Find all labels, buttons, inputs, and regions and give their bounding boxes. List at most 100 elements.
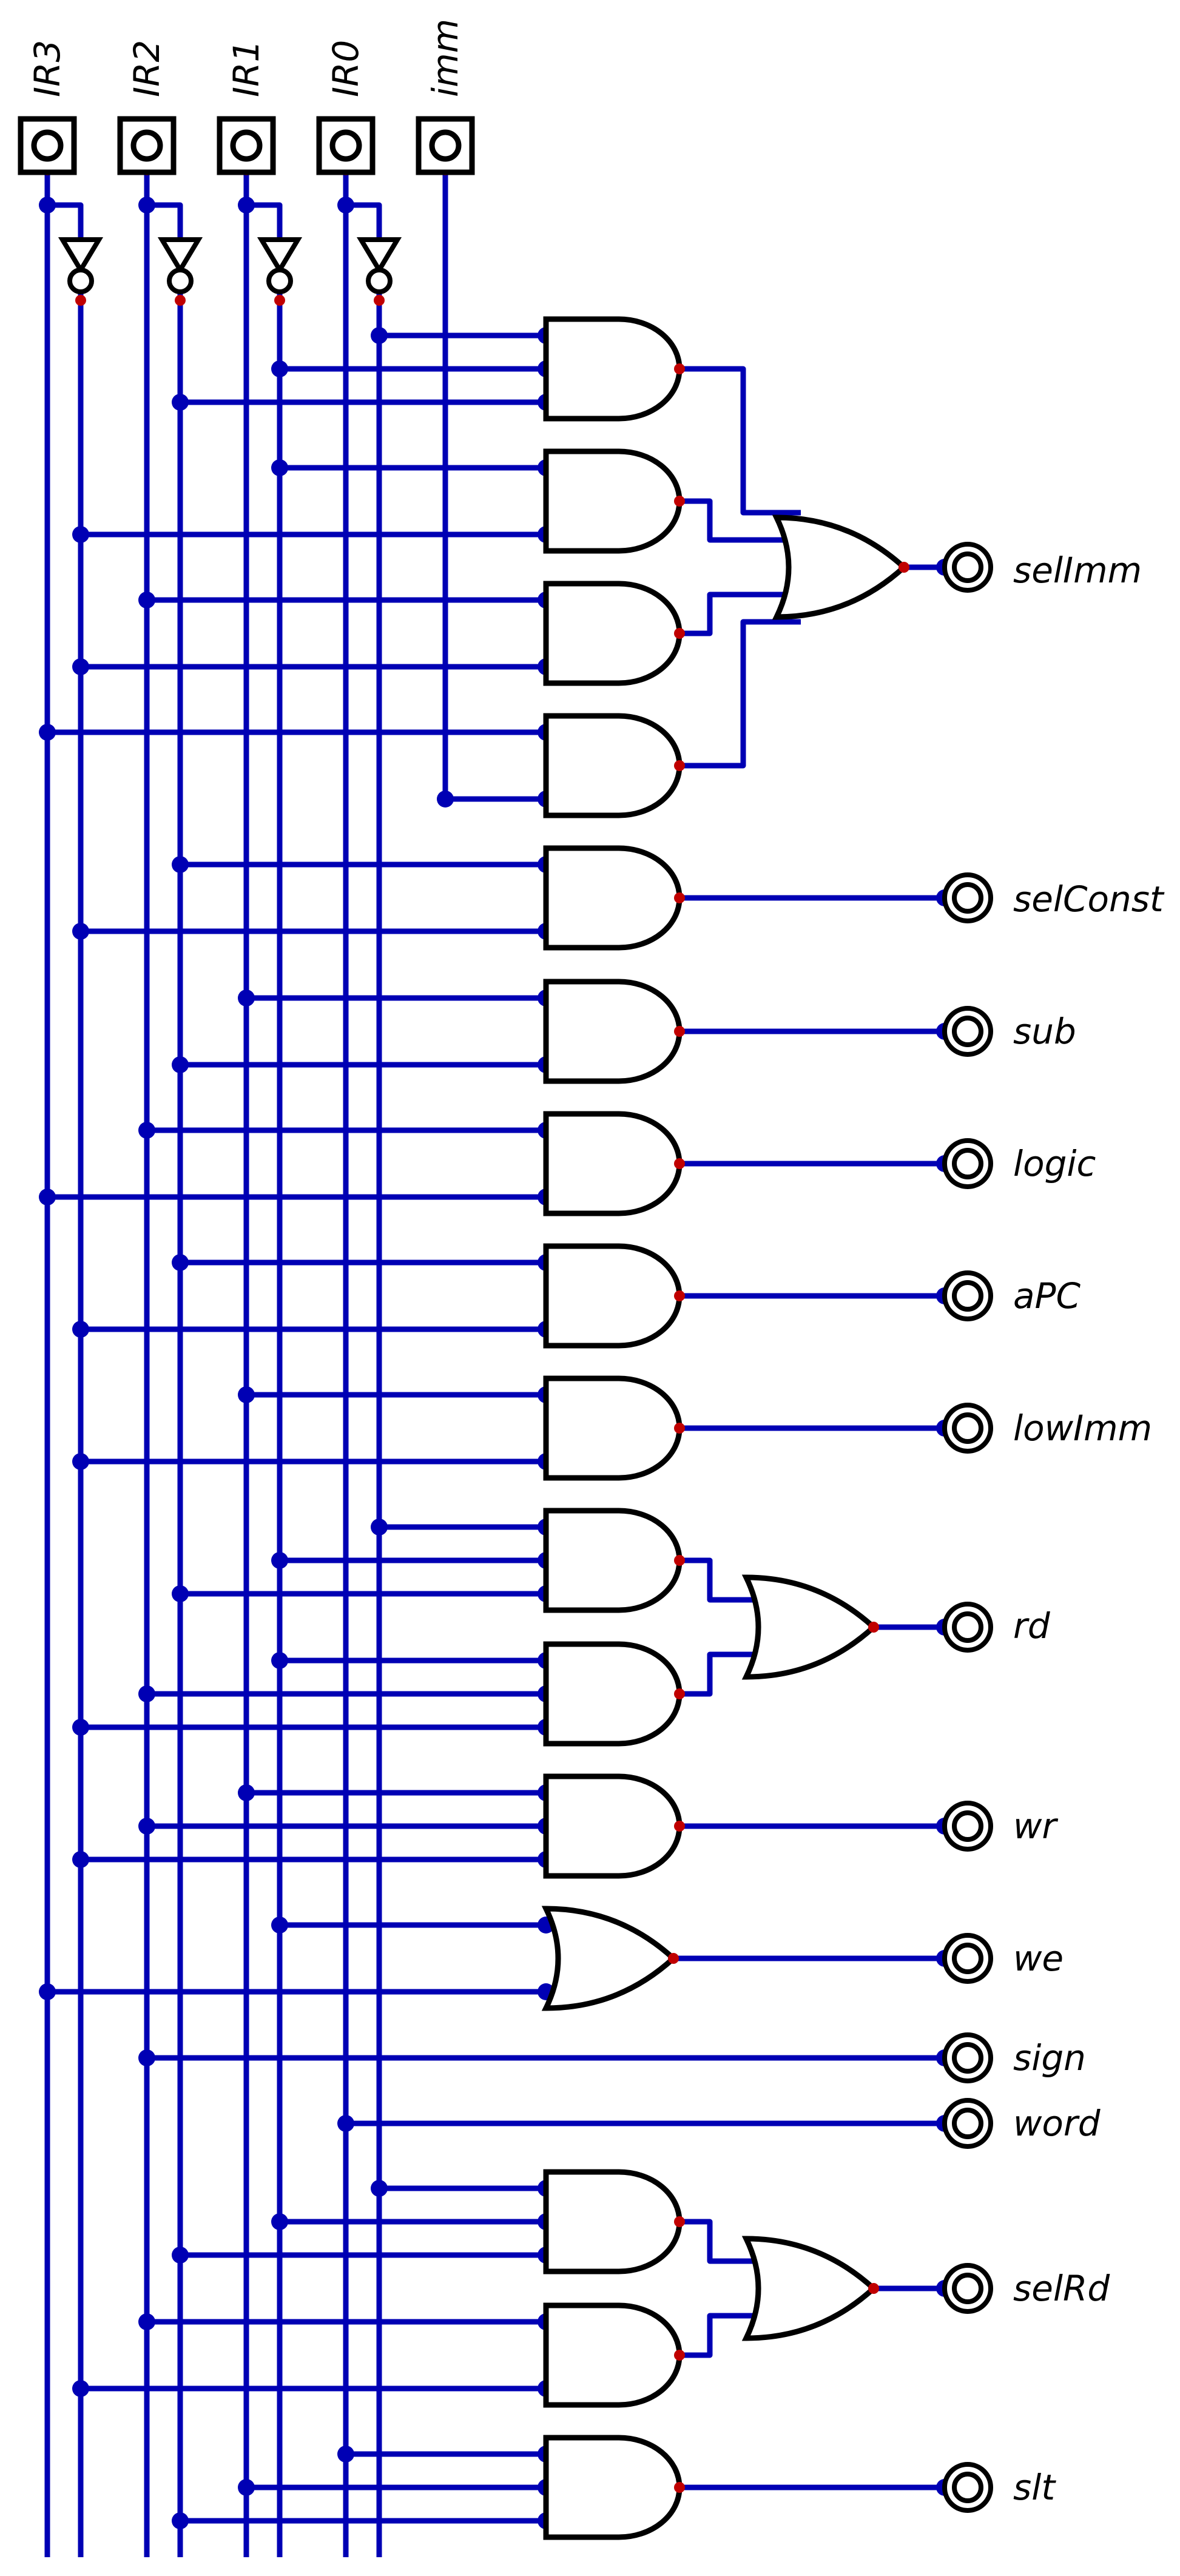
output-selconst-ring-inner: [952, 882, 983, 914]
output-wr-ring-inner: [952, 1810, 983, 1842]
output-label-sign: sign: [1013, 2037, 1086, 2079]
inverter-feed-ir3: [47, 202, 84, 240]
and-gate-selimm-0: [543, 316, 683, 422]
pin-dot: [274, 295, 285, 306]
output-label-we: we: [1013, 1938, 1064, 1979]
input-ir3-box: [18, 116, 77, 175]
junction-dot: [172, 856, 189, 873]
junction-dot: [172, 2247, 189, 2264]
inverter-ir1: [257, 237, 303, 275]
and-gate-lowimm: [543, 1375, 683, 1481]
output-label-selimm: selImm: [1013, 550, 1142, 591]
junction-dot: [238, 2479, 255, 2496]
gates-layer: [42, 164, 909, 2540]
input-imm-box: [416, 116, 475, 175]
pin-dot: [175, 295, 186, 306]
input-ir2-ring: [130, 129, 163, 162]
and-gate-wr: [543, 1773, 683, 1879]
and-gate-selimm-1: [543, 448, 683, 554]
output-label-selconst: selConst: [1013, 878, 1165, 920]
inverter-feed-ir0: [346, 202, 382, 240]
output-we-ring-outer: [942, 1933, 993, 1984]
and-gate-rd-0: [543, 1508, 683, 1613]
output-sign-ring-inner: [952, 2042, 983, 2074]
output-sub-ring-outer: [942, 1006, 993, 1057]
inverter-feed-ir2: [147, 202, 183, 240]
inverter-bubble-ir3: [67, 268, 94, 294]
junction-dot: [138, 1122, 155, 1139]
pin-dot: [674, 1688, 685, 1699]
pin-dot: [674, 760, 685, 771]
rd-or-input-wire: [679, 1557, 770, 1603]
output-label-rd: rd: [1013, 1605, 1051, 1647]
input-ir0-ring: [329, 129, 362, 162]
junction-dot: [238, 1784, 255, 1801]
pin-dot: [674, 1290, 685, 1301]
junction-dot: [271, 1917, 288, 1934]
or-gate-selimm: [772, 514, 908, 620]
output-label-lowimm: lowImm: [1013, 1408, 1152, 1449]
junction-dot: [271, 2213, 288, 2230]
input-label-ir3: IR3: [27, 40, 68, 97]
input-ir3-ring: [31, 129, 64, 162]
inverter-bubble-ir2: [167, 268, 194, 294]
and-gate-slt: [543, 2435, 683, 2540]
junction-dot: [371, 2180, 388, 2197]
inverter-feed-ir1: [246, 202, 283, 240]
junction-dot: [138, 2049, 155, 2066]
input-label-ir0: IR0: [325, 40, 366, 97]
junction-dot: [172, 394, 189, 411]
output-wr-ring-outer: [942, 1801, 993, 1852]
pin-dot: [674, 628, 685, 639]
output-lowimm-ring-outer: [942, 1403, 993, 1454]
junction-dot: [371, 327, 388, 344]
pin-dot: [374, 295, 385, 306]
output-apc-ring-inner: [952, 1280, 983, 1312]
pin-dot: [674, 1821, 685, 1832]
junction-dot: [39, 1189, 56, 1205]
pin-dot: [674, 2350, 685, 2361]
output-sub-ring-inner: [952, 1016, 983, 1047]
junction-dot: [39, 724, 56, 741]
input-ir1-box: [217, 116, 276, 175]
inverter-ir2: [157, 237, 203, 275]
pin-dot: [674, 1026, 685, 1037]
junction-dot: [172, 2512, 189, 2529]
junction-dot: [72, 526, 89, 543]
input-label-ir1: IR1: [226, 40, 267, 97]
selimm-or-input-wire: [679, 592, 801, 636]
pin-dot: [668, 1953, 679, 1964]
input-imm-ring: [429, 129, 462, 162]
junction-dot: [39, 1983, 56, 2000]
output-label-logic: logic: [1013, 1143, 1096, 1184]
junction-dot: [271, 360, 288, 377]
junction-dot: [271, 1552, 288, 1569]
output-logic-ring-outer: [942, 1138, 993, 1189]
output-label-selrd: selRd: [1013, 2268, 1110, 2309]
junction-dot: [72, 1719, 89, 1736]
pin-dot: [75, 295, 86, 306]
output-selrd-ring-inner: [952, 2273, 983, 2304]
and-gate-logic: [543, 1111, 683, 1216]
selrd-or-input-wire: [679, 2313, 770, 2358]
inverter-ir3: [58, 237, 104, 275]
output-we-ring-inner: [952, 1943, 983, 1974]
junction-dot: [138, 2313, 155, 2330]
selimm-or-input-wire: [679, 619, 801, 769]
selimm-or-input-wire: [679, 498, 801, 543]
output-apc-ring-outer: [942, 1270, 993, 1321]
output-label-wr: wr: [1013, 1806, 1058, 1847]
junction-dot: [371, 1519, 388, 1536]
junction-dot: [271, 1652, 288, 1669]
and-gate-selrd-0: [543, 2169, 683, 2274]
junction-dot: [72, 1453, 89, 1470]
input-ir2-box: [117, 116, 177, 175]
junction-dot: [271, 459, 288, 476]
pin-dot: [674, 496, 685, 507]
junction-dot: [72, 2380, 89, 2397]
junction-dot: [72, 1851, 89, 1868]
and-gate-selconst: [543, 845, 683, 951]
and-gate-selrd-1: [543, 2302, 683, 2408]
input-ir1-ring: [230, 129, 263, 162]
